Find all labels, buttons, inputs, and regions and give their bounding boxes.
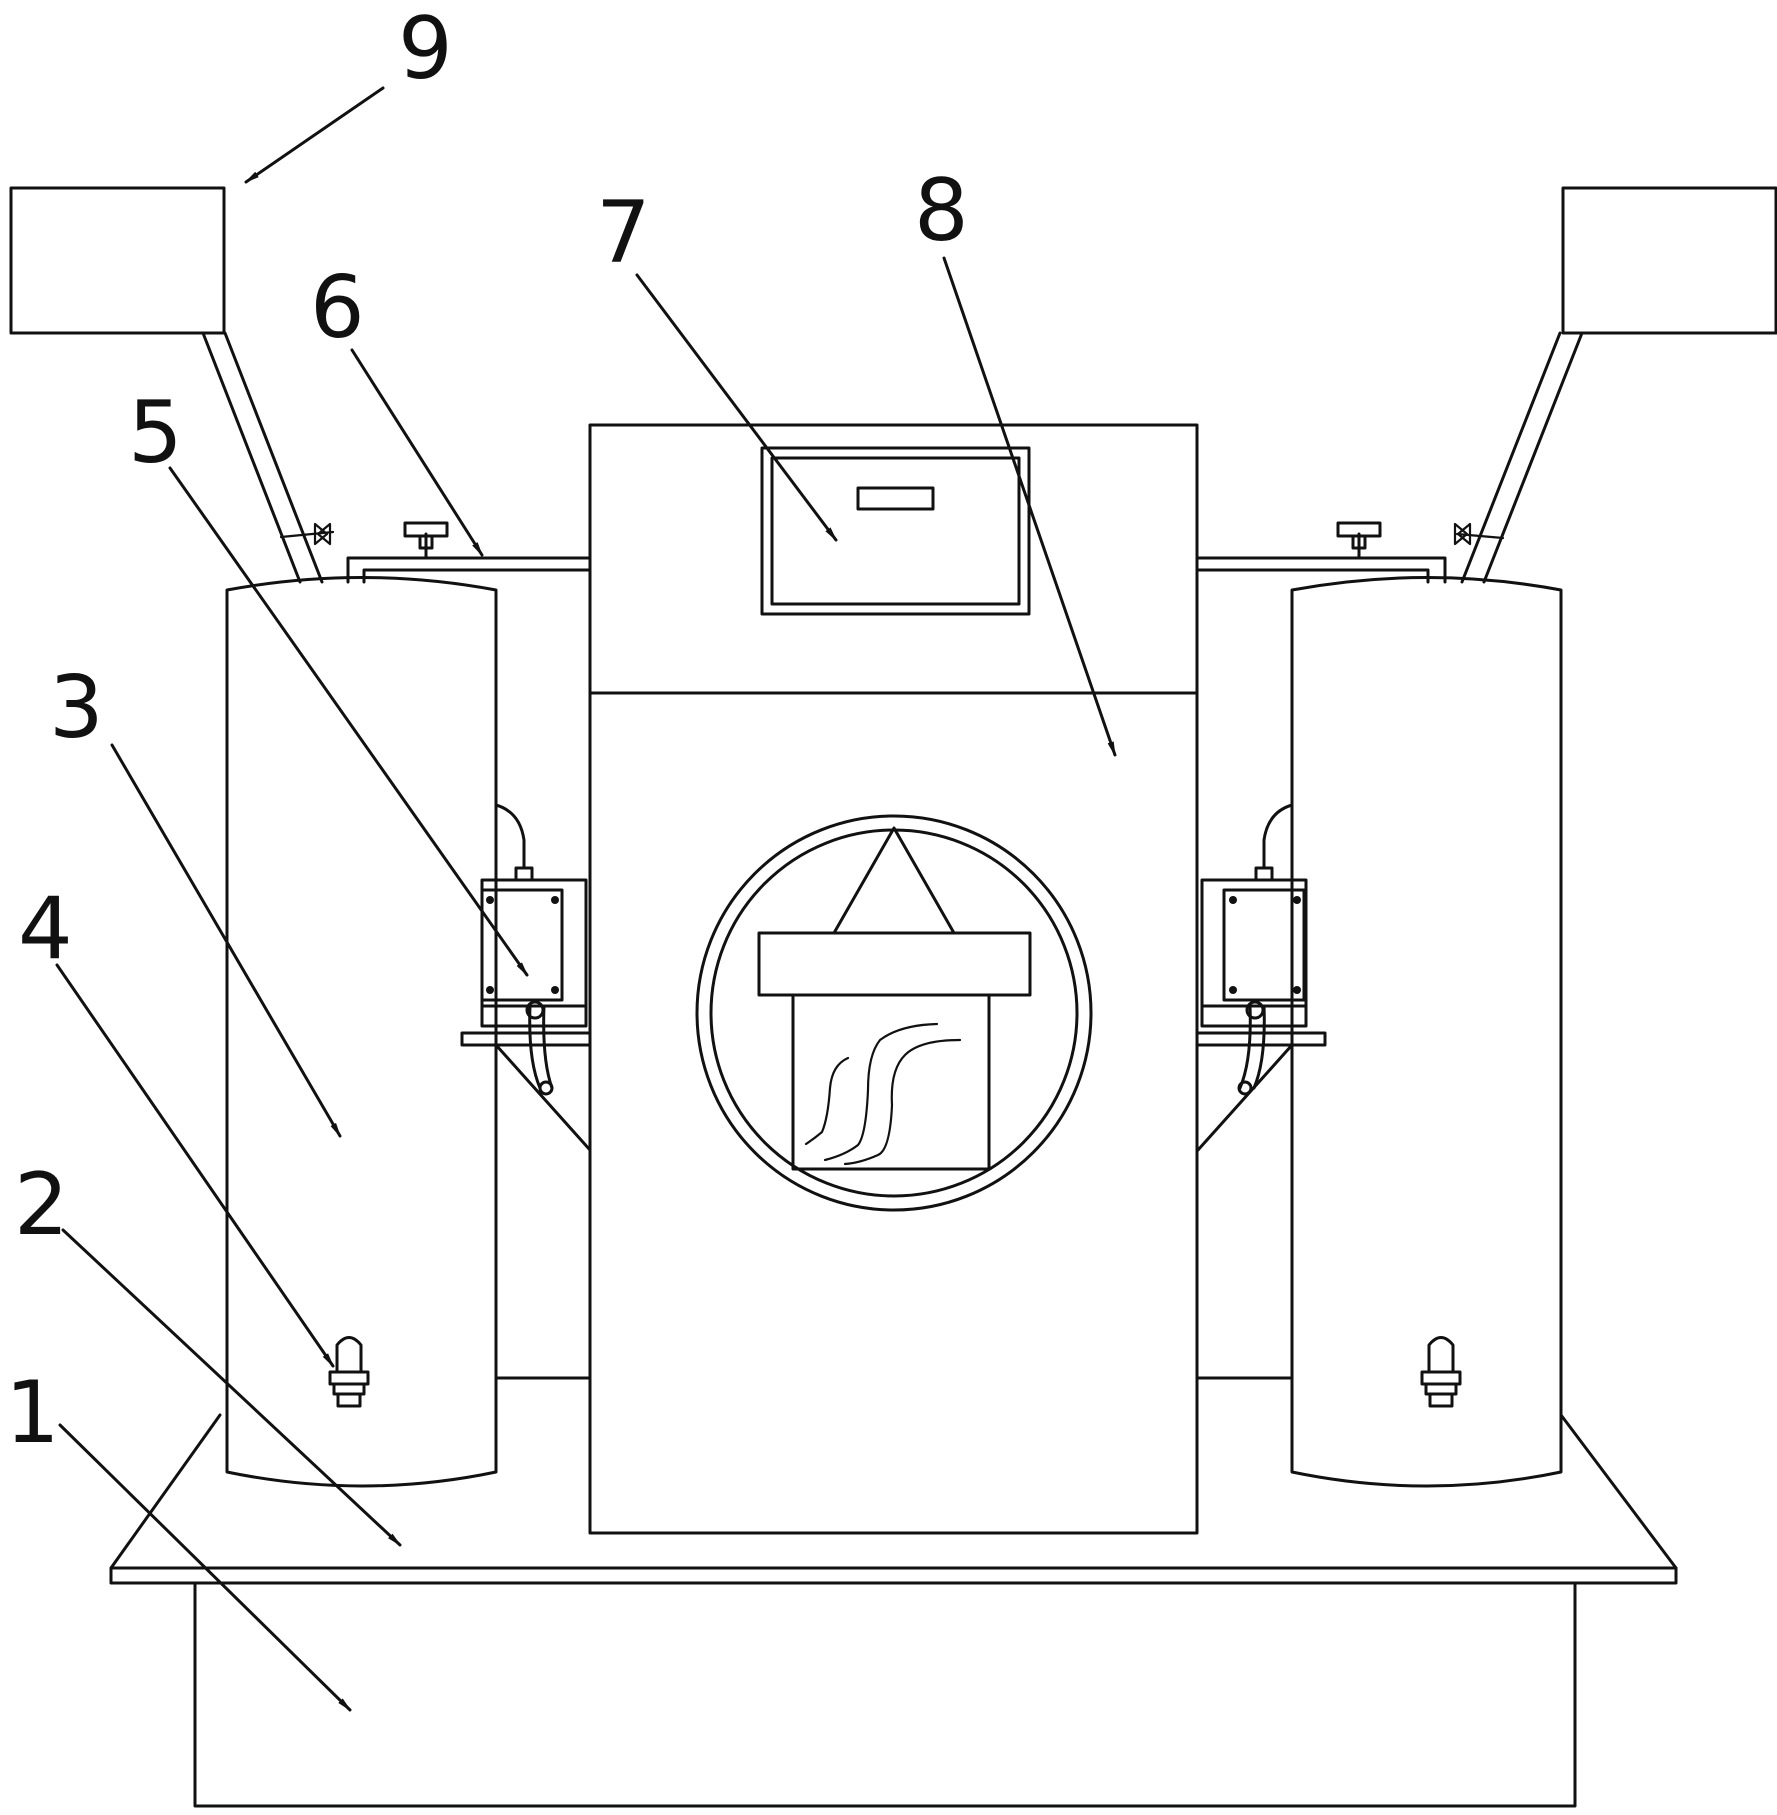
right-top-pipe (1196, 521, 1447, 584)
ref-num-6: 6 (310, 258, 365, 358)
right-drain-valve (1420, 1336, 1462, 1408)
ref-num-7: 7 (596, 183, 651, 283)
leader-7 (635, 273, 838, 542)
leader-5 (168, 466, 529, 977)
base-box (193, 1581, 1577, 1808)
left-top-box (9, 186, 335, 584)
left-control-box (460, 798, 592, 1152)
ref-num-3: 3 (49, 658, 104, 758)
right-top-box (1453, 186, 1777, 584)
left-tank (225, 576, 498, 1488)
warning-emblem (695, 814, 1093, 1212)
ref-num-1: 1 (5, 1363, 60, 1463)
leader-2 (61, 1228, 402, 1547)
leader-lines (55, 86, 1117, 1712)
ref-num-8: 8 (914, 161, 969, 261)
display-panel (760, 446, 1031, 616)
ref-num-4: 4 (18, 879, 73, 979)
reference-numerals: 1 2 3 4 5 6 7 8 9 (5, 0, 969, 1463)
base-plate (109, 1413, 1678, 1585)
right-tank (1290, 576, 1563, 1488)
leader-9 (244, 86, 385, 184)
leader-4 (55, 963, 335, 1368)
leader-6 (350, 348, 484, 557)
central-cabinet (588, 423, 1199, 1535)
ref-num-9: 9 (398, 0, 453, 99)
leader-8 (942, 256, 1117, 757)
ref-num-5: 5 (128, 383, 183, 483)
left-top-pipe (346, 521, 594, 584)
leader-1 (58, 1423, 352, 1712)
left-drain-valve (328, 1336, 370, 1408)
leader-3 (110, 743, 342, 1138)
ref-num-2: 2 (14, 1155, 69, 1255)
